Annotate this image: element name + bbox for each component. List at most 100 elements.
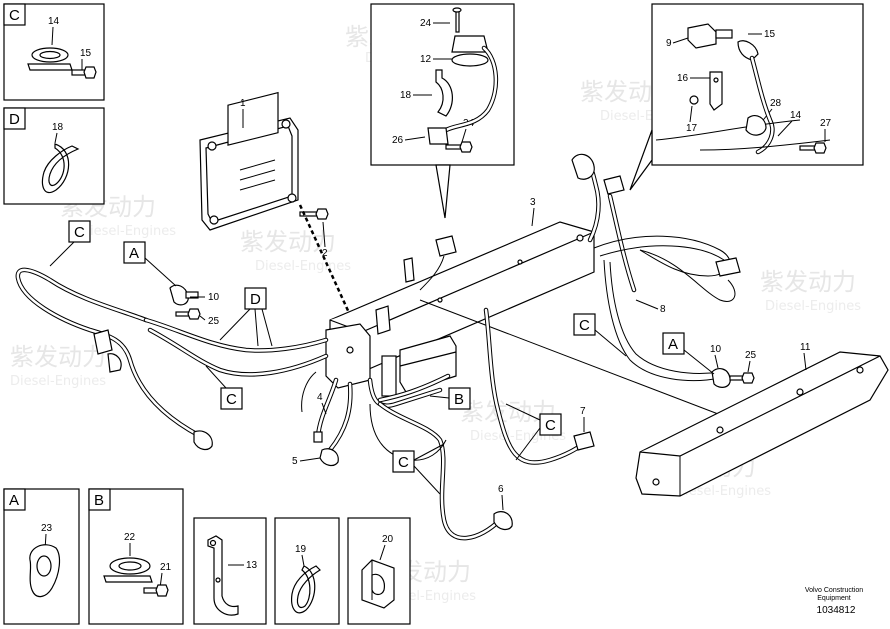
detail-box-c: C 14 15 bbox=[3, 3, 105, 101]
part-number-27: 27 bbox=[820, 118, 832, 129]
leader-line bbox=[803, 352, 807, 371]
leader-line bbox=[777, 120, 793, 137]
detail-letter-frame bbox=[3, 3, 26, 26]
part-number-10: 10 bbox=[710, 344, 722, 355]
detail-frame bbox=[193, 517, 267, 625]
part-number-14: 14 bbox=[790, 110, 802, 121]
leader-line bbox=[54, 132, 58, 144]
bolt-icon bbox=[729, 372, 755, 384]
part-number-17: 17 bbox=[686, 123, 698, 134]
part-number-18: 18 bbox=[400, 90, 412, 101]
detail-box-part-19: 19 bbox=[274, 517, 340, 625]
cable-tie-icon bbox=[291, 565, 321, 614]
leader-line bbox=[299, 457, 321, 462]
detail-box-b: B 22 21 bbox=[88, 488, 184, 625]
leader-line bbox=[501, 494, 504, 511]
connector-icon bbox=[573, 431, 595, 451]
bolt-icon bbox=[445, 141, 473, 153]
watermark-cn: 紫发动力 bbox=[760, 268, 856, 296]
callout-c: C bbox=[573, 313, 627, 357]
detail-pointer bbox=[629, 129, 653, 191]
callout-c: C bbox=[392, 443, 445, 495]
cable-tie-icon bbox=[41, 143, 80, 194]
part-number-11: 11 bbox=[800, 342, 811, 353]
bolt-icon bbox=[299, 208, 329, 220]
bolt-icon bbox=[71, 66, 97, 79]
bracket-icon bbox=[207, 535, 239, 616]
leader-line bbox=[747, 360, 751, 373]
part-number-28: 28 bbox=[770, 98, 782, 109]
detail-box-part-13: 13 bbox=[193, 517, 267, 625]
leader-line bbox=[51, 26, 54, 46]
part-number-15: 15 bbox=[80, 48, 92, 59]
part-number-21: 21 bbox=[160, 562, 172, 573]
part-number-9: 9 bbox=[666, 38, 672, 49]
svg-text:C: C bbox=[579, 317, 590, 334]
p-clamp-icon bbox=[27, 47, 73, 71]
part-number-6: 6 bbox=[498, 484, 504, 495]
leader-line bbox=[321, 402, 327, 415]
part-number-19: 19 bbox=[295, 544, 307, 555]
detail-box-top-center: 24 12 18 26 24 bbox=[370, 3, 515, 219]
detail-pointer bbox=[435, 164, 451, 219]
callout-c: C bbox=[49, 220, 91, 267]
detail-letter: C bbox=[9, 7, 20, 24]
mounting-rail bbox=[635, 351, 889, 497]
svg-text:C: C bbox=[226, 391, 237, 408]
watermark-cn: 紫发动力 bbox=[10, 343, 106, 371]
part-number-1: 1 bbox=[240, 98, 246, 109]
connector-icon bbox=[375, 305, 391, 335]
leader-line bbox=[689, 105, 693, 123]
dashed-connection bbox=[298, 204, 352, 316]
watermark-en: Diesel-Engines bbox=[255, 259, 351, 274]
watermark-en: Diesel-Engines bbox=[10, 374, 106, 389]
leader-line bbox=[379, 544, 386, 561]
detail-frame bbox=[274, 517, 340, 625]
reference-line bbox=[419, 299, 761, 431]
part-number-12: 12 bbox=[420, 54, 432, 65]
connector-icon bbox=[493, 511, 513, 531]
detail-letter: D bbox=[9, 111, 20, 128]
leader-line bbox=[404, 136, 426, 141]
leader-line bbox=[322, 221, 326, 248]
watermark-en: Diesel-Engines bbox=[675, 484, 771, 499]
connector-icon bbox=[193, 430, 213, 451]
rubber-grommet-icon bbox=[29, 544, 61, 598]
footer-company: Volvo Construction bbox=[805, 587, 863, 594]
part-number-4: 4 bbox=[317, 392, 323, 403]
connector-icon bbox=[93, 329, 122, 373]
part-number-24: 24 bbox=[420, 18, 432, 29]
clamp-icon bbox=[427, 127, 449, 145]
part-number-10: 10 bbox=[208, 292, 220, 303]
p-clamp-icon bbox=[103, 557, 153, 583]
part-number-3: 3 bbox=[530, 197, 536, 208]
svg-text:C: C bbox=[74, 224, 85, 241]
footer-division: Equipment bbox=[817, 595, 851, 602]
svg-text:D: D bbox=[250, 291, 261, 308]
svg-text:B: B bbox=[454, 391, 464, 408]
svg-text:A: A bbox=[129, 245, 139, 262]
detail-letter: B bbox=[94, 492, 104, 509]
part-number-7: 7 bbox=[580, 406, 586, 417]
callout-c: C bbox=[505, 403, 562, 461]
connector-icon bbox=[319, 448, 339, 467]
part-number-15: 15 bbox=[764, 29, 776, 40]
clamp-icon bbox=[745, 115, 767, 136]
part-number-22: 22 bbox=[124, 532, 136, 543]
part-number-25: 25 bbox=[745, 350, 757, 361]
part-number-14: 14 bbox=[48, 16, 60, 27]
leader-line bbox=[301, 554, 305, 567]
ecu-control-unit bbox=[199, 91, 299, 231]
connector-icon bbox=[715, 257, 741, 277]
leader-line bbox=[461, 128, 467, 143]
connector-icon bbox=[435, 235, 457, 257]
harness-cable bbox=[147, 327, 329, 377]
detail-letter-frame bbox=[88, 488, 111, 511]
cable-clip-icon bbox=[361, 559, 395, 609]
part-number-20: 20 bbox=[382, 534, 394, 545]
harness-cable bbox=[603, 259, 721, 382]
washer-icon bbox=[689, 95, 699, 105]
harness-cable bbox=[593, 235, 731, 277]
callout-a: A bbox=[123, 241, 177, 287]
